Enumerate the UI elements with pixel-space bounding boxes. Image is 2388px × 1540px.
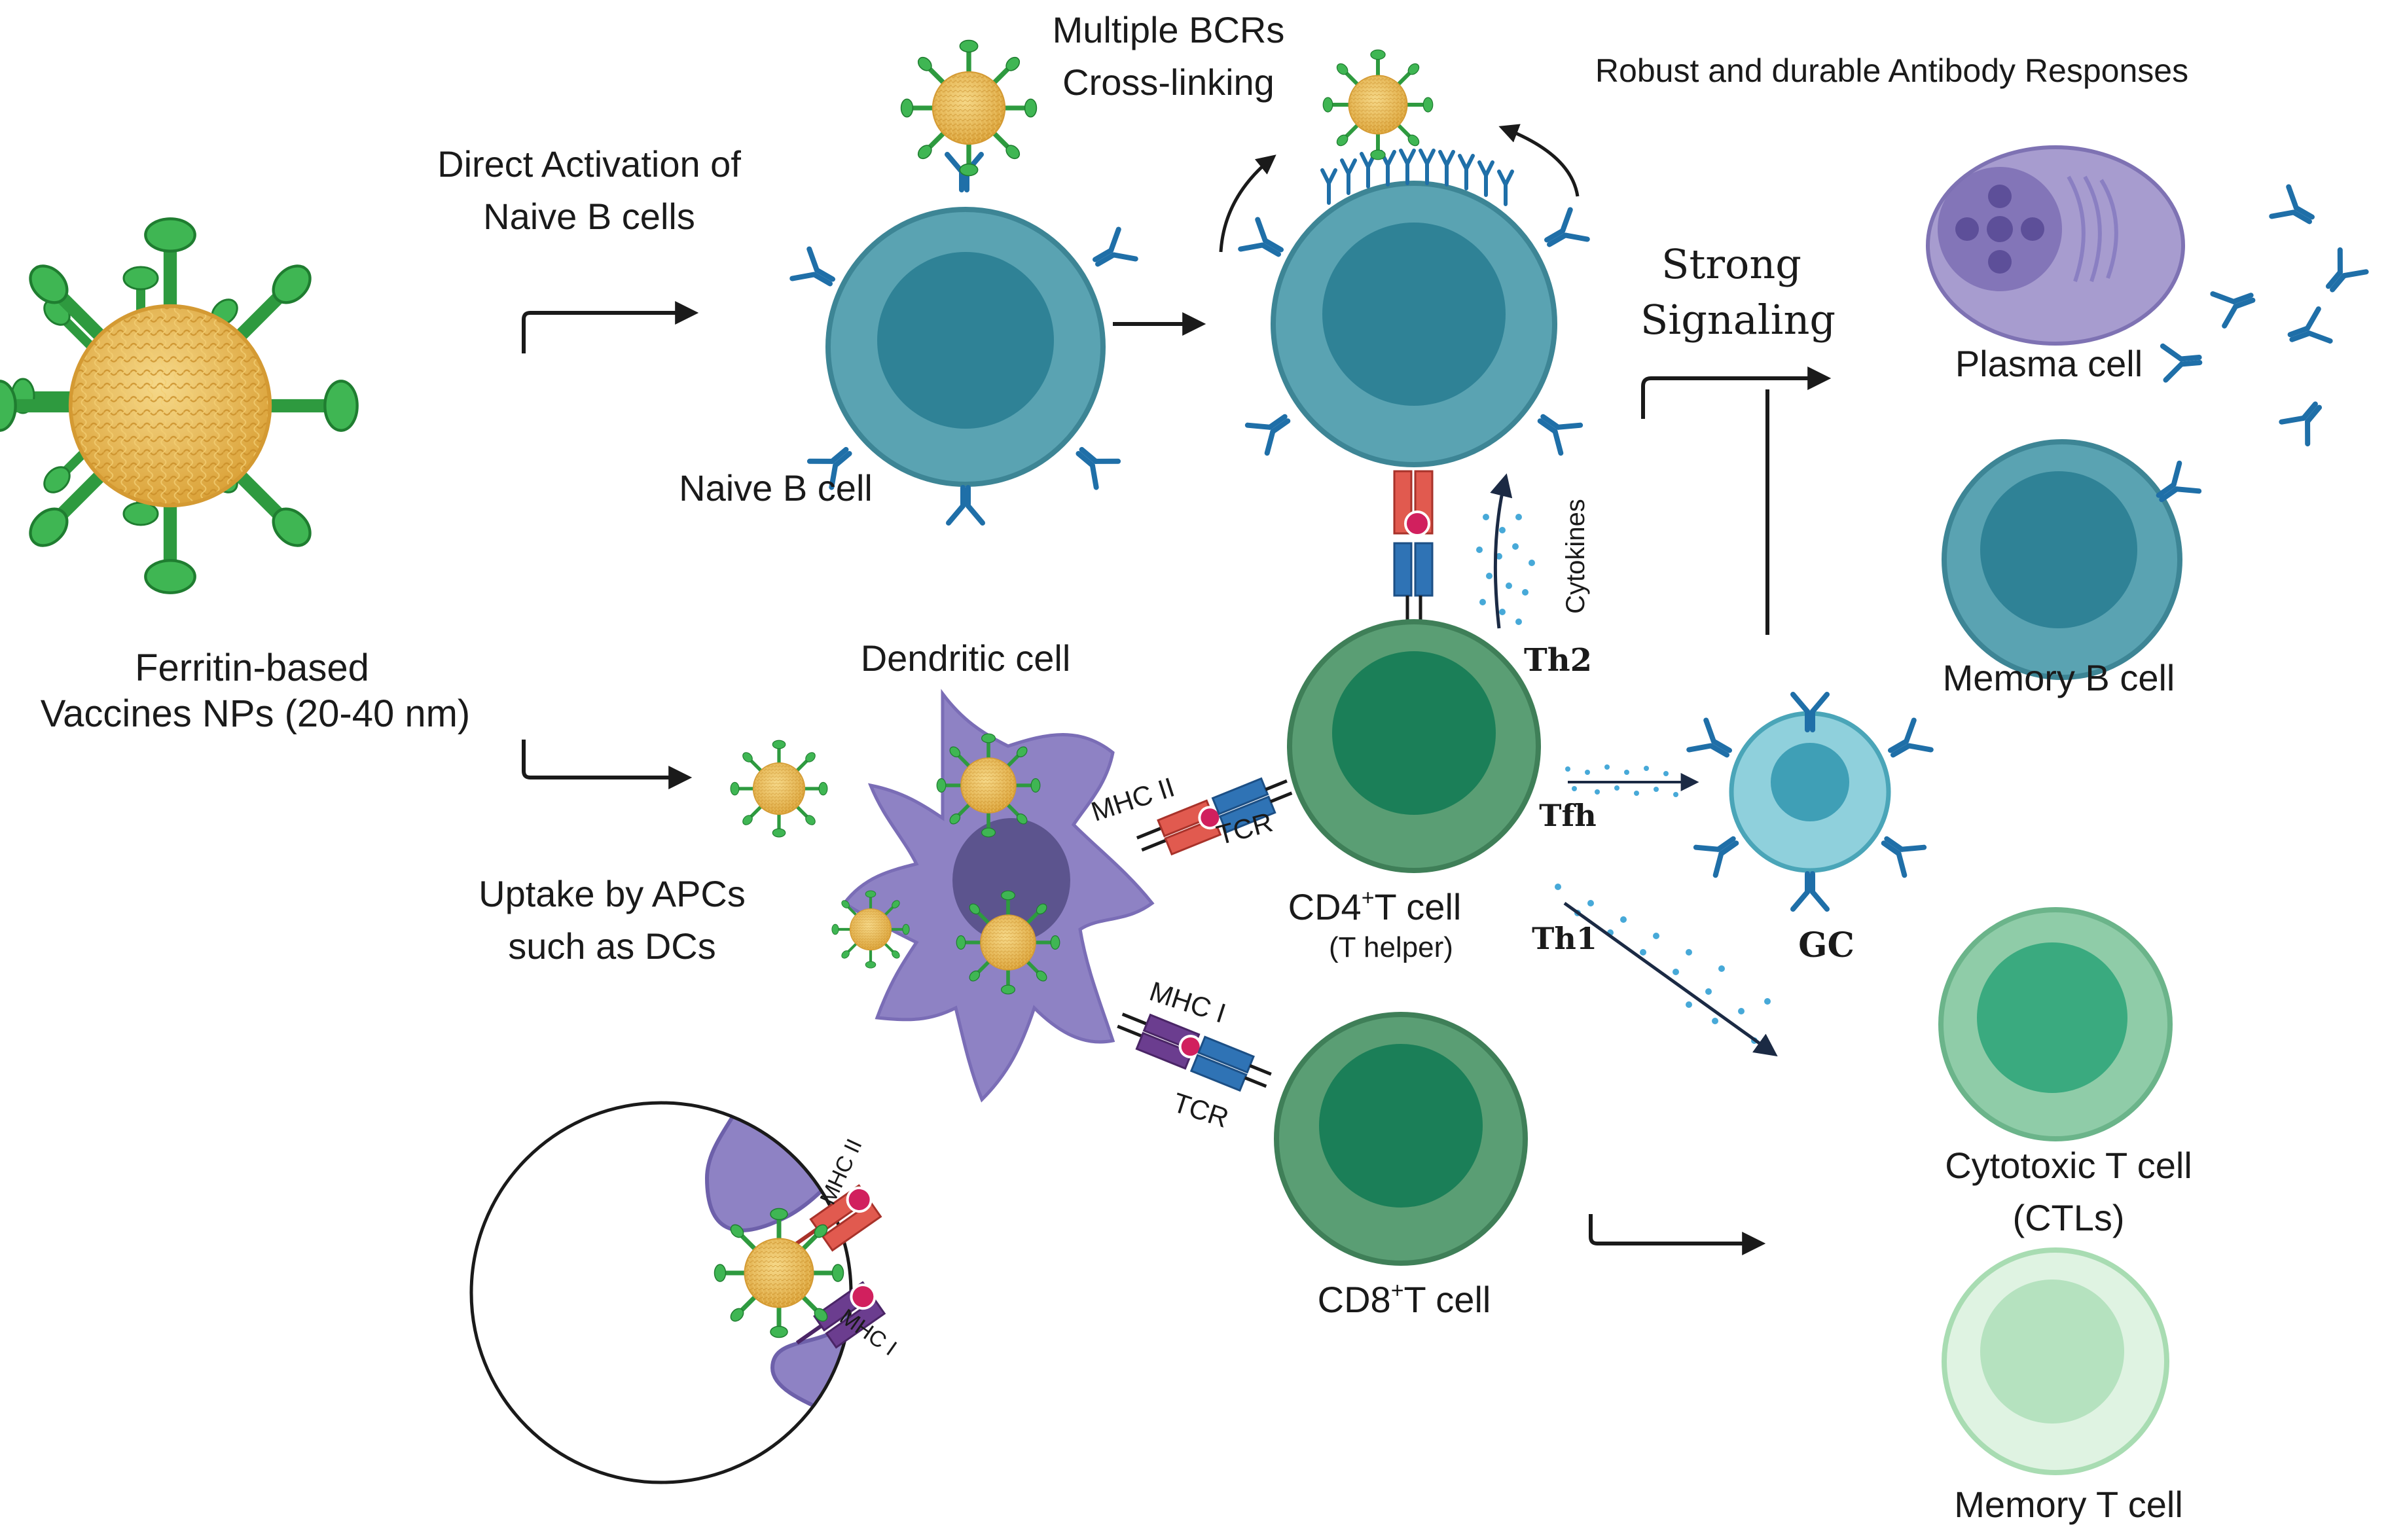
activated-b-cell bbox=[1240, 149, 1587, 467]
gc-label: GC bbox=[1798, 925, 1854, 965]
plasma-cell-label: Plasma cell bbox=[1955, 343, 2143, 384]
arrow-strong-signaling bbox=[1641, 367, 1832, 419]
np-label-line2: Vaccines NPs (20-40 nm) bbox=[41, 692, 471, 735]
mhc1-tcr-complex-icon bbox=[1117, 1012, 1272, 1092]
cytotoxic-t-cell bbox=[1938, 907, 2173, 1141]
robust-response-label: Robust and durable Antibody Responses bbox=[1595, 52, 2188, 89]
mhc-tcr-vertical-icon bbox=[1393, 470, 1434, 628]
uptake-line2: such as DCs bbox=[508, 925, 715, 967]
th1-dots bbox=[1555, 884, 1771, 1044]
cd4-label: CD4+T cell bbox=[1288, 886, 1462, 927]
ctl-label-line2: (CTLs) bbox=[2012, 1197, 2124, 1238]
naive-b-label: Naive B cell bbox=[679, 467, 873, 509]
nanoparticle-in-dc-icon bbox=[956, 891, 1060, 994]
arrow-to-naive-b bbox=[522, 301, 699, 353]
memory-b-cell bbox=[1942, 439, 2199, 680]
naive-b-cell bbox=[792, 154, 1136, 523]
cd4-label-rest: T cell bbox=[1375, 886, 1462, 927]
gc-b-cell bbox=[1689, 694, 1931, 909]
cd4-label-main: CD4 bbox=[1288, 886, 1362, 927]
bcr-crosslink-line2: Cross-linking bbox=[1062, 62, 1275, 103]
tfh-dots bbox=[1565, 764, 1678, 797]
nanoparticle-bound-icon bbox=[1323, 50, 1432, 159]
nanoparticle-free-icon bbox=[731, 740, 827, 837]
strong-signaling-line1: Strong bbox=[1661, 240, 1801, 288]
tcr-label-cd8: TCR bbox=[1169, 1087, 1233, 1134]
bcr-cluster-icon bbox=[1320, 149, 1514, 206]
curved-arrow-right bbox=[1498, 124, 1580, 197]
memory-t-cell bbox=[1942, 1247, 2169, 1475]
cd8-t-cell bbox=[1274, 1012, 1528, 1266]
th1-label: Th1 bbox=[1532, 921, 1597, 956]
mhc2-tcr-complex-icon bbox=[1136, 777, 1293, 856]
uptake-line1: Uptake by APCs bbox=[479, 873, 746, 914]
cytokines-label: Cytokines bbox=[1561, 499, 1590, 614]
arrow-to-dendritic bbox=[522, 740, 693, 789]
strong-signaling-line2: Signaling bbox=[1640, 296, 1836, 344]
direct-activation-line2: Naive B cells bbox=[483, 196, 695, 237]
curved-arrow-left bbox=[1219, 154, 1276, 253]
th2-label: Th2 bbox=[1524, 642, 1592, 679]
cd8-label-rest: T cell bbox=[1404, 1279, 1491, 1320]
cd8-label-main: CD8 bbox=[1318, 1279, 1391, 1320]
nanoparticle-in-dc-icon bbox=[937, 734, 1040, 837]
memory-b-label: Memory B cell bbox=[1943, 657, 2175, 698]
direct-activation-line1: Direct Activation of bbox=[437, 143, 741, 185]
cd8-label: CD8+T cell bbox=[1318, 1278, 1491, 1320]
secreted-antibody-icon bbox=[2163, 187, 2366, 444]
dendritic-cell bbox=[842, 689, 1155, 1103]
cytokine-dots bbox=[1476, 514, 1535, 625]
memory-t-label: Memory T cell bbox=[1954, 1484, 2183, 1525]
cd4-label-sup: + bbox=[1362, 886, 1375, 910]
ferritin-nanoparticle-large-icon bbox=[0, 219, 357, 592]
cd8-label-sup: + bbox=[1391, 1278, 1404, 1303]
bcr-crosslink-line1: Multiple BCRs bbox=[1053, 9, 1285, 50]
dendritic-label: Dendritic cell bbox=[861, 637, 1071, 679]
nanoparticle-small-icon bbox=[901, 41, 1037, 176]
plasma-cell bbox=[1926, 145, 2185, 346]
np-label-line1: Ferritin-based bbox=[135, 647, 369, 689]
nanoparticle-inset-icon bbox=[715, 1209, 844, 1338]
cytokine-arrow bbox=[1490, 473, 1513, 629]
th1-arrow bbox=[1563, 901, 1778, 1057]
tfh-label: Tfh bbox=[1539, 798, 1596, 833]
nanoparticle-in-dc-icon bbox=[832, 891, 909, 968]
cd4-t-cell bbox=[1287, 619, 1541, 873]
arrow-to-ctl bbox=[1589, 1214, 1766, 1255]
ctl-label-line1: Cytotoxic T cell bbox=[1945, 1145, 2192, 1186]
cd4-sublabel: (T helper) bbox=[1329, 931, 1453, 963]
inset-antigen-presentation bbox=[469, 1101, 886, 1484]
